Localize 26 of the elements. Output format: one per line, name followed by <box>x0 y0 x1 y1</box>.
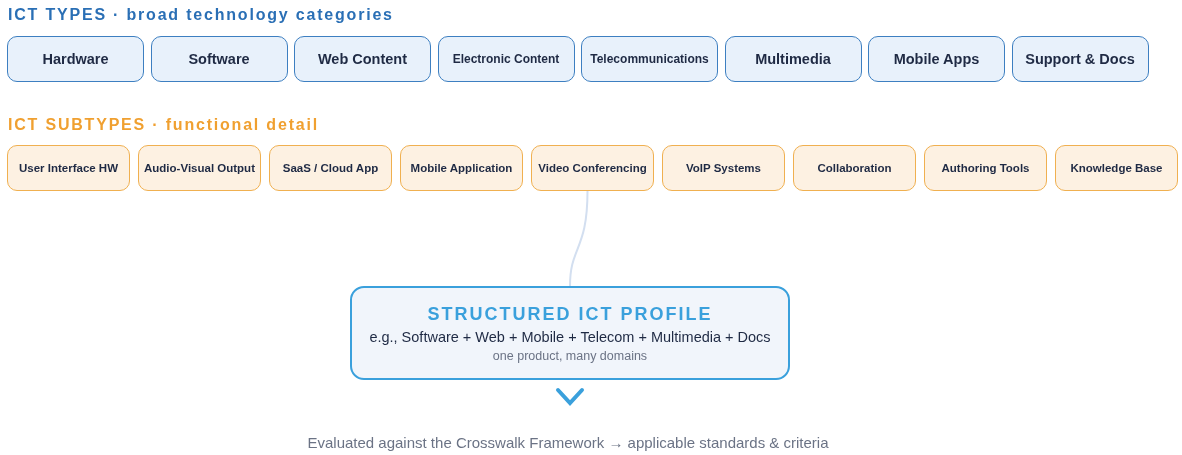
subtype-box: VoIP Systems <box>662 145 785 191</box>
type-box: Electronic Content <box>437 36 575 82</box>
footer-note: Evaluated against the Crosswalk Framework → applicable standards & criteria <box>268 434 868 451</box>
subtype-box: Authoring Tools <box>924 145 1047 191</box>
section-heading: ICT SUBTYPES · functional detail <box>8 116 319 134</box>
type-box: Hardware <box>7 36 144 82</box>
subtype-box: Collaboration <box>793 145 916 191</box>
profile-box <box>350 286 790 380</box>
profile-note: one product, many domains <box>492 348 648 363</box>
subtype-box: Knowledge Base <box>1055 145 1178 191</box>
subtype-box: SaaS / Cloud App <box>269 145 392 191</box>
type-box: Mobile Apps <box>868 36 1005 82</box>
connector-line <box>569 190 589 287</box>
subtype-box: User Interface HW <box>7 145 130 191</box>
profile-example: e.g., Software + Web + Mobile + Telecom + Multimedia + Docs <box>369 328 771 345</box>
subtype-box: Video Conferencing <box>531 145 654 191</box>
type-box: Multimedia <box>724 36 862 82</box>
subtype-box: Mobile Application <box>400 145 523 191</box>
type-box: Software <box>150 36 288 82</box>
type-box: Support & Docs <box>1011 36 1149 82</box>
subtype-box: Audio-Visual Output <box>138 145 261 191</box>
chevron-arrow <box>556 388 584 406</box>
type-box: Telecommunications <box>581 36 718 82</box>
profile-title: STRUCTURED ICT PROFILE <box>427 303 713 325</box>
type-box: Web Content <box>294 36 431 82</box>
section-heading: ICT TYPES · broad technology categories <box>8 6 394 24</box>
